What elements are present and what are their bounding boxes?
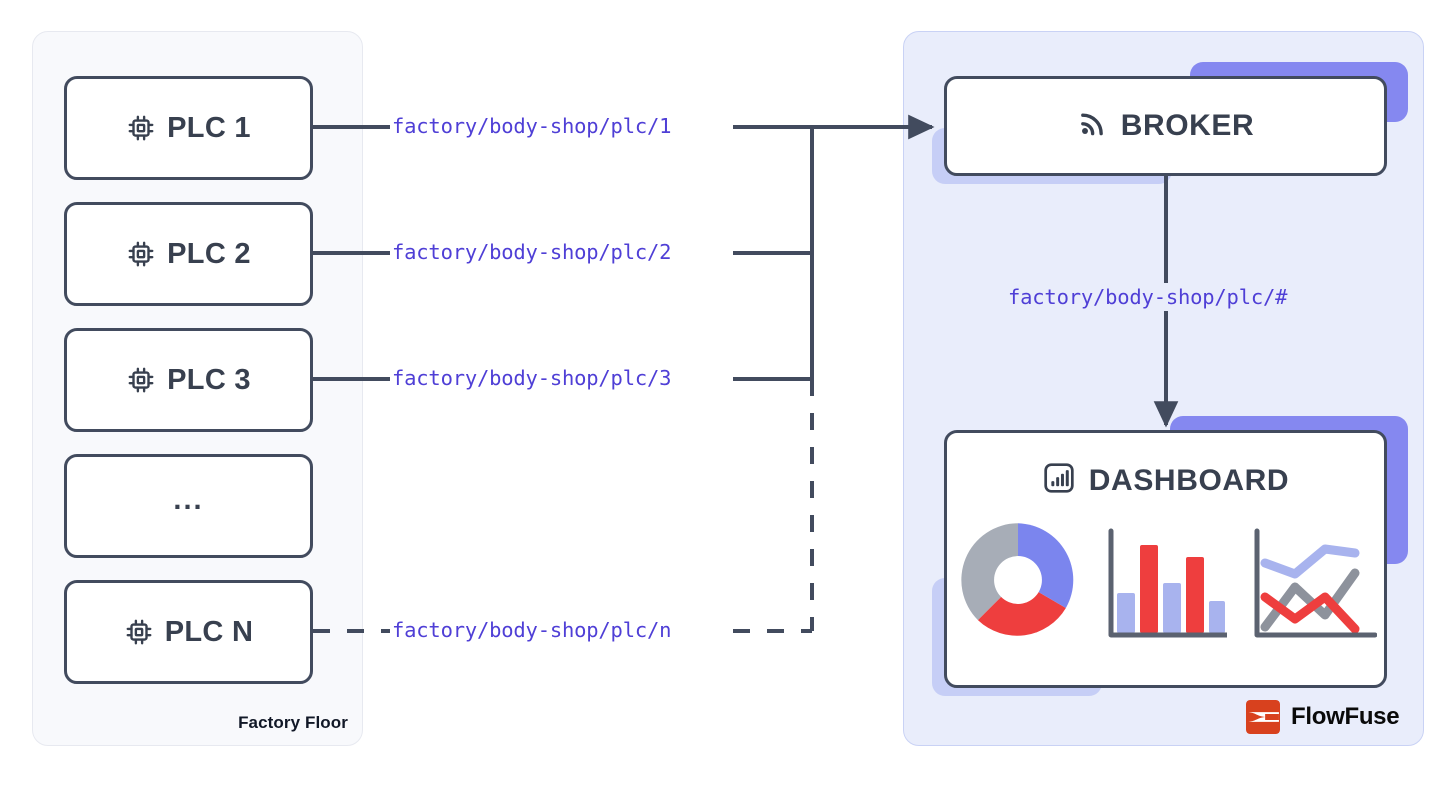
topic-label-plc-1: factory/body-shop/plc/1 [392, 114, 672, 138]
device-label: ... [173, 483, 204, 516]
device-card-plc-n[interactable]: PLC N [64, 580, 313, 684]
line-chart [1254, 528, 1377, 638]
topic-label-plc-2: factory/body-shop/plc/2 [392, 240, 672, 264]
dashboard-label: DASHBOARD [1088, 463, 1290, 497]
cpu-chip-icon [124, 617, 154, 647]
topic-label-wildcard: factory/body-shop/plc/# [1002, 283, 1294, 311]
broadcast-signal-icon [1077, 108, 1108, 144]
broker-label: BROKER [1120, 109, 1255, 142]
cpu-chip-icon [126, 239, 156, 269]
device-label: PLC 2 [167, 237, 251, 270]
device-label: PLC 3 [167, 363, 251, 396]
cpu-chip-icon [126, 365, 156, 395]
device-card-ellipsis: ... [64, 454, 313, 558]
topic-label-plc-n: factory/body-shop/plc/n [392, 618, 672, 642]
bar-chart [1108, 528, 1227, 638]
dashboard-chart-strip [947, 517, 1384, 643]
flowfuse-wordmark: FlowFuse [1291, 703, 1400, 730]
flowfuse-branding: FlowFuse [1246, 700, 1400, 734]
cpu-chip-icon [126, 113, 156, 143]
broker-card[interactable]: BROKER [944, 76, 1387, 176]
device-card-plc-3[interactable]: PLC 3 [64, 328, 313, 432]
device-card-plc-1[interactable]: PLC 1 [64, 76, 313, 180]
dashboard-card[interactable]: DASHBOARD [944, 430, 1387, 688]
bar-chart-box-icon [1042, 461, 1076, 500]
factory-floor-label: Factory Floor [238, 713, 348, 732]
topic-label-plc-3: factory/body-shop/plc/3 [392, 366, 672, 390]
device-card-plc-2[interactable]: PLC 2 [64, 202, 313, 306]
device-label: PLC N [164, 615, 254, 648]
device-label: PLC 1 [167, 111, 251, 144]
donut-chart [960, 523, 1073, 636]
flowfuse-logo-icon [1246, 700, 1280, 734]
